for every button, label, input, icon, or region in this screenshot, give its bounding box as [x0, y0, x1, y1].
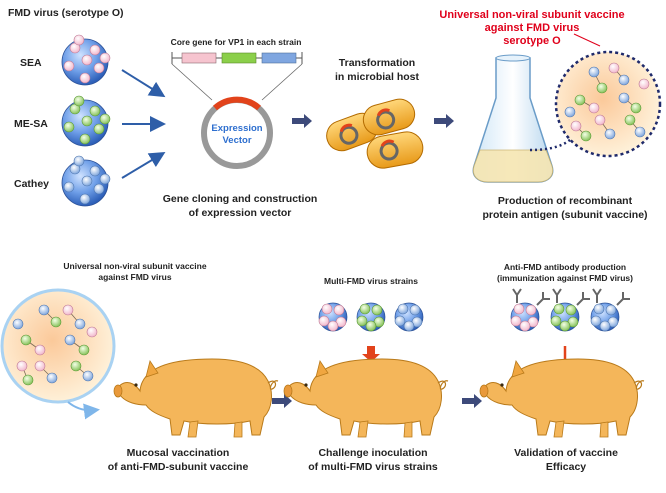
arrow-host-to-flask	[434, 114, 454, 128]
validation-line-2: Efficacy	[546, 461, 586, 473]
strain-cathey-virus-icon	[61, 155, 111, 207]
gene-construct	[171, 52, 303, 64]
universal-top-line-3: serotype O	[503, 35, 561, 47]
red-down-arrow	[362, 346, 380, 362]
red-pointer-arrow	[573, 33, 601, 47]
strain-label-mesa: ME-SA	[14, 118, 48, 130]
production-line-2: protein antigen (subunit vaccine)	[482, 209, 647, 221]
challenge-virus-blue-icon	[394, 302, 424, 332]
microbial-host-cells-icon	[326, 98, 424, 169]
challenge-virus-green-icon	[356, 302, 386, 332]
gene-segment-blue	[261, 52, 297, 64]
validation-line-1: Validation of vaccine	[514, 447, 618, 459]
serotype-title: FMD virus (serotype O)	[8, 7, 124, 19]
cloning-caption-line-2: of expression vector	[189, 207, 292, 219]
vaccine-zoom-circle-top	[554, 50, 662, 158]
universal-top-line-1: Universal non-viral subunit vaccine	[439, 9, 624, 21]
mucosal-line-1: Mucosal vaccination	[127, 447, 230, 459]
cloning-caption-line-1: Gene cloning and construction	[163, 193, 318, 205]
challenge-virus-pink-icon	[318, 302, 348, 332]
universal-top-line-2: against FMD virus	[485, 22, 580, 34]
culture-flask-icon	[472, 54, 554, 183]
universal-bottom-line-1: Universal non-viral subunit vaccine	[63, 261, 206, 271]
arrow-sea-to-vector	[121, 69, 166, 98]
arrow-cathey-to-vector	[121, 151, 166, 179]
dotted-link-flask-to-circle	[529, 137, 573, 152]
vector-label-line-2: Vector	[222, 135, 251, 146]
arrow-pig1-to-pig2	[272, 394, 292, 408]
strain-label-cathey: Cathey	[14, 178, 49, 190]
antibody-line-1: Anti-FMD antibody production	[504, 262, 626, 272]
challenge-line-1: Challenge inoculation	[318, 447, 427, 459]
pig-challenge-inoculation	[283, 358, 449, 438]
gene-segment-green	[221, 52, 257, 64]
antibody-virus-blue-icon	[590, 288, 630, 332]
transformation-line-2: in microbial host	[335, 71, 420, 83]
arrow-vaccine-to-pig	[67, 401, 100, 420]
expression-vector-plasmid	[201, 96, 273, 169]
antibody-line-2: (immunization against FMD virus)	[497, 273, 633, 283]
gene-label: Core gene for VP1 in each strain	[171, 37, 302, 47]
strain-mesa-virus-icon	[61, 95, 111, 147]
arrow-pig2-to-pig3	[462, 394, 482, 408]
mucosal-line-2: of anti-FMD-subunit vaccine	[108, 461, 249, 473]
transformation-line-1: Transformation	[339, 57, 415, 69]
vaccine-zoom-circle-bottom	[0, 288, 116, 404]
universal-bottom-line-2: against FMD virus	[98, 272, 171, 282]
vector-label-line-1: Expression	[211, 123, 262, 134]
antibody-virus-pink-icon	[510, 288, 550, 332]
antibody-virus-green-icon	[550, 288, 590, 332]
production-line-1: Production of recombinant	[498, 195, 633, 207]
gene-segment-pink	[181, 52, 217, 64]
strain-sea-virus-icon	[61, 34, 111, 86]
pig-mucosal-vaccination	[113, 358, 279, 438]
arrow-vector-to-host	[292, 114, 312, 128]
strain-label-sea: SEA	[20, 57, 42, 69]
multi-strains-label: Multi-FMD virus strains	[324, 276, 418, 286]
challenge-line-2: of multi-FMD virus strains	[308, 461, 438, 473]
pig-validation	[479, 358, 645, 438]
